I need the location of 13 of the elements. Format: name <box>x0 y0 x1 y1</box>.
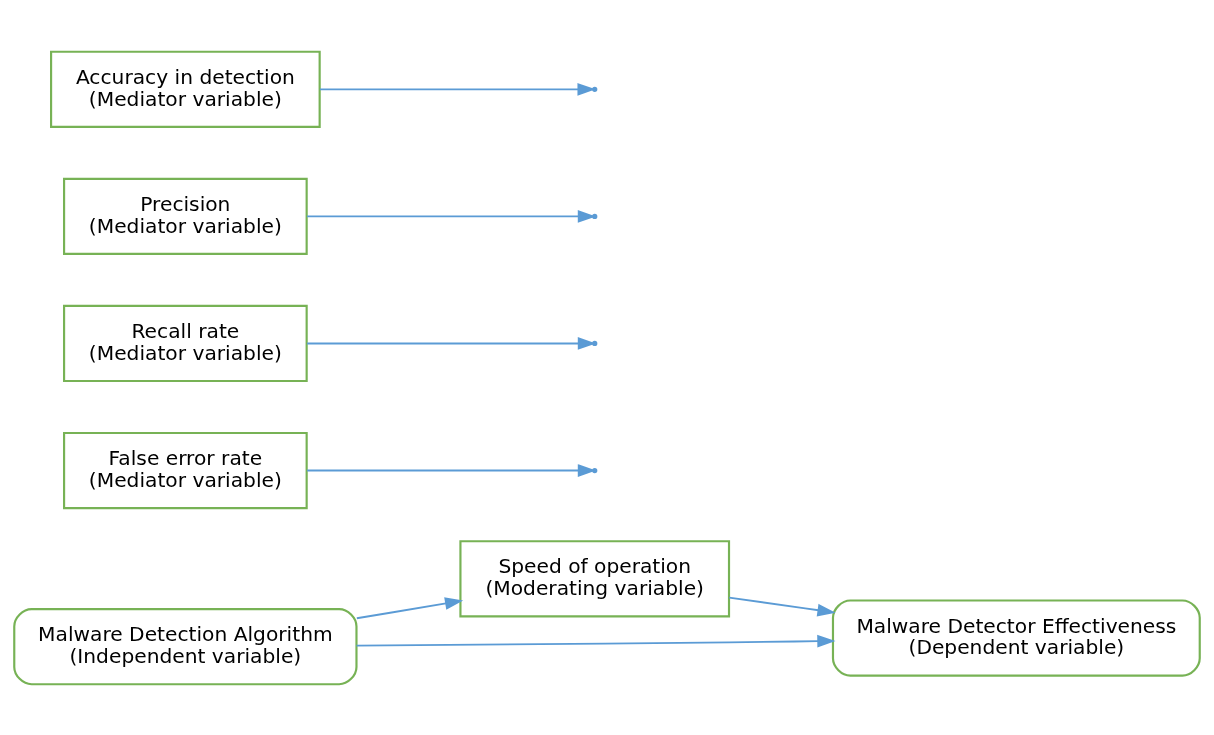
node-box: Accuracy in detection (Mediator variable) <box>50 50 321 128</box>
node-box: Speed of operation (Moderating variable) <box>459 539 731 617</box>
node-box: Malware Detector Effectiveness (Dependent variable) <box>831 598 1201 677</box>
arrow <box>318 82 596 96</box>
arrow <box>355 634 836 648</box>
arrow <box>306 463 596 477</box>
node-box: Malware Detection Algorithm (Independent variable) <box>13 607 358 685</box>
arrow <box>355 596 464 619</box>
arrow <box>728 596 836 616</box>
node-box: Precision (Mediator variable) <box>63 177 308 255</box>
node-box: Recall rate (Mediator variable) <box>63 304 308 382</box>
node-box: False error rate (Mediator variable) <box>63 431 308 509</box>
arrow <box>306 336 596 350</box>
